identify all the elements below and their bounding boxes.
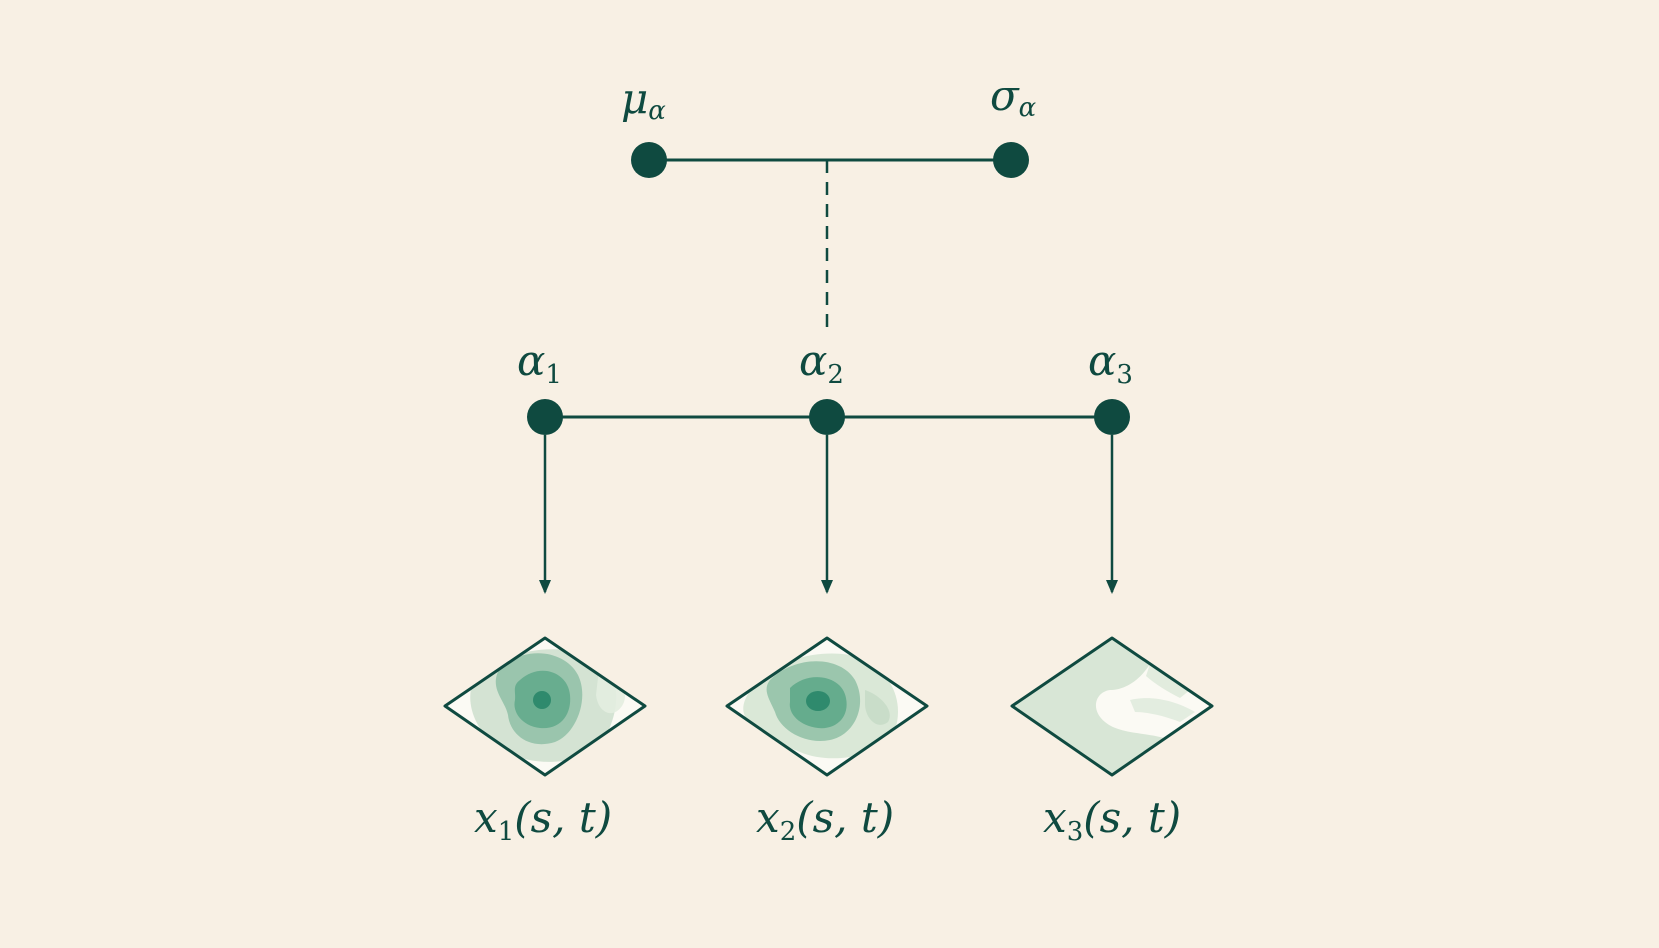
x1-subscript: 1 (498, 817, 515, 847)
x3-label: x3(s, t) (1043, 793, 1181, 847)
x3-observation-node (1010, 636, 1214, 777)
sigma-alpha-symbol: σ (990, 71, 1020, 120)
alpha2-node (809, 399, 845, 435)
alpha2-label: α2 (799, 336, 844, 390)
alpha3-label: α3 (1088, 336, 1133, 390)
alpha1-label: α1 (517, 336, 562, 390)
x3-field-heatmap (1012, 638, 1195, 775)
sigma-alpha-subscript: α (1019, 93, 1037, 123)
x1-field-heatmap (470, 649, 625, 762)
mu-alpha-label: μα (621, 74, 666, 126)
x1-label: x1(s, t) (474, 793, 612, 847)
alpha2-symbol: α (799, 336, 827, 385)
alpha3-subscript: 3 (1116, 360, 1133, 390)
mu-alpha-subscript: α (648, 96, 666, 126)
x2-field-heatmap (743, 653, 898, 759)
x2-subscript: 2 (780, 817, 797, 847)
x1-args: (s, t) (514, 793, 612, 842)
mu-alpha-symbol: μ (621, 74, 648, 123)
x1-symbol: x (474, 793, 498, 842)
alpha2-subscript: 2 (827, 360, 844, 390)
alpha3-symbol: α (1088, 336, 1116, 385)
x2-args: (s, t) (796, 793, 894, 842)
x2-observation-node (725, 636, 929, 777)
alpha1-symbol: α (517, 336, 545, 385)
alpha1-node (527, 399, 563, 435)
sigma-alpha-node (993, 142, 1029, 178)
x1-observation-node (443, 636, 647, 777)
x2-label: x2(s, t) (756, 793, 894, 847)
x3-args: (s, t) (1083, 793, 1181, 842)
alpha3-node (1094, 399, 1130, 435)
x3-subscript: 3 (1067, 817, 1084, 847)
sigma-alpha-label: σα (990, 71, 1037, 123)
x2-symbol: x (756, 793, 780, 842)
x3-symbol: x (1043, 793, 1067, 842)
mu-alpha-node (631, 142, 667, 178)
alpha1-subscript: 1 (545, 360, 562, 390)
